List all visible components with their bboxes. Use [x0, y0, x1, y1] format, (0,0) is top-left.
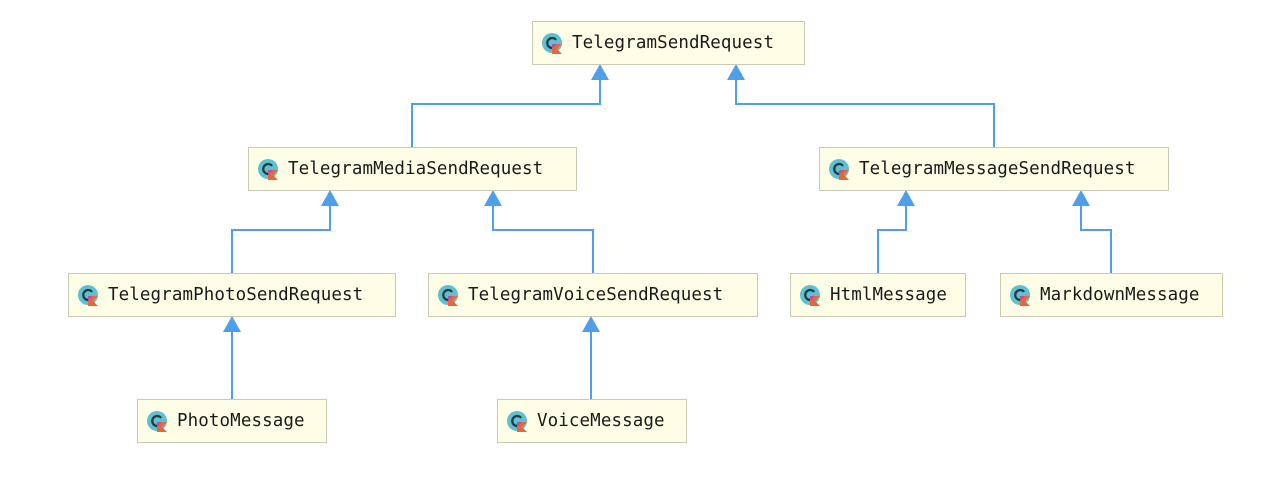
node-telegram-photo-send-request[interactable]: TelegramPhotoSendRequest [68, 273, 396, 317]
kotlin-class-icon [258, 159, 278, 180]
node-label: TelegramMessageSendRequest [859, 159, 1136, 179]
kotlin-class-icon [800, 285, 820, 306]
node-html-message[interactable]: HtmlMessage [790, 273, 966, 317]
edge-markdown-to-message [1072, 190, 1112, 273]
node-photo-message[interactable]: PhotoMessage [137, 399, 327, 443]
kotlin-class-icon [1010, 285, 1030, 306]
kotlin-class-icon [829, 159, 849, 180]
edge-html-to-message [877, 190, 915, 273]
edge-media-to-send-request [411, 64, 609, 147]
node-label: TelegramMediaSendRequest [288, 159, 544, 179]
node-label: TelegramPhotoSendRequest [108, 285, 364, 305]
node-label: HtmlMessage [830, 285, 947, 305]
node-telegram-send-request[interactable]: TelegramSendRequest [532, 21, 805, 65]
node-label: VoiceMessage [537, 411, 665, 431]
edge-photo-to-media [231, 190, 339, 273]
node-telegram-voice-send-request[interactable]: TelegramVoiceSendRequest [428, 273, 758, 317]
node-label: TelegramVoiceSendRequest [468, 285, 724, 305]
node-markdown-message[interactable]: MarkdownMessage [1000, 273, 1223, 317]
node-telegram-message-send-request[interactable]: TelegramMessageSendRequest [819, 147, 1169, 191]
kotlin-class-icon [507, 411, 527, 432]
edge-photo-message-to-photo-request [223, 316, 241, 399]
kotlin-class-icon [147, 411, 167, 432]
node-label: PhotoMessage [177, 411, 305, 431]
kotlin-class-icon [438, 285, 458, 306]
edge-voice-message-to-voice-request [582, 316, 600, 399]
kotlin-class-icon [78, 285, 98, 306]
node-label: TelegramSendRequest [572, 33, 775, 53]
node-telegram-media-send-request[interactable]: TelegramMediaSendRequest [248, 147, 577, 191]
node-label: MarkdownMessage [1040, 285, 1200, 305]
node-voice-message[interactable]: VoiceMessage [497, 399, 687, 443]
kotlin-class-icon [542, 33, 562, 54]
edge-voice-to-media [484, 190, 594, 273]
edge-message-to-send-request [727, 64, 995, 147]
